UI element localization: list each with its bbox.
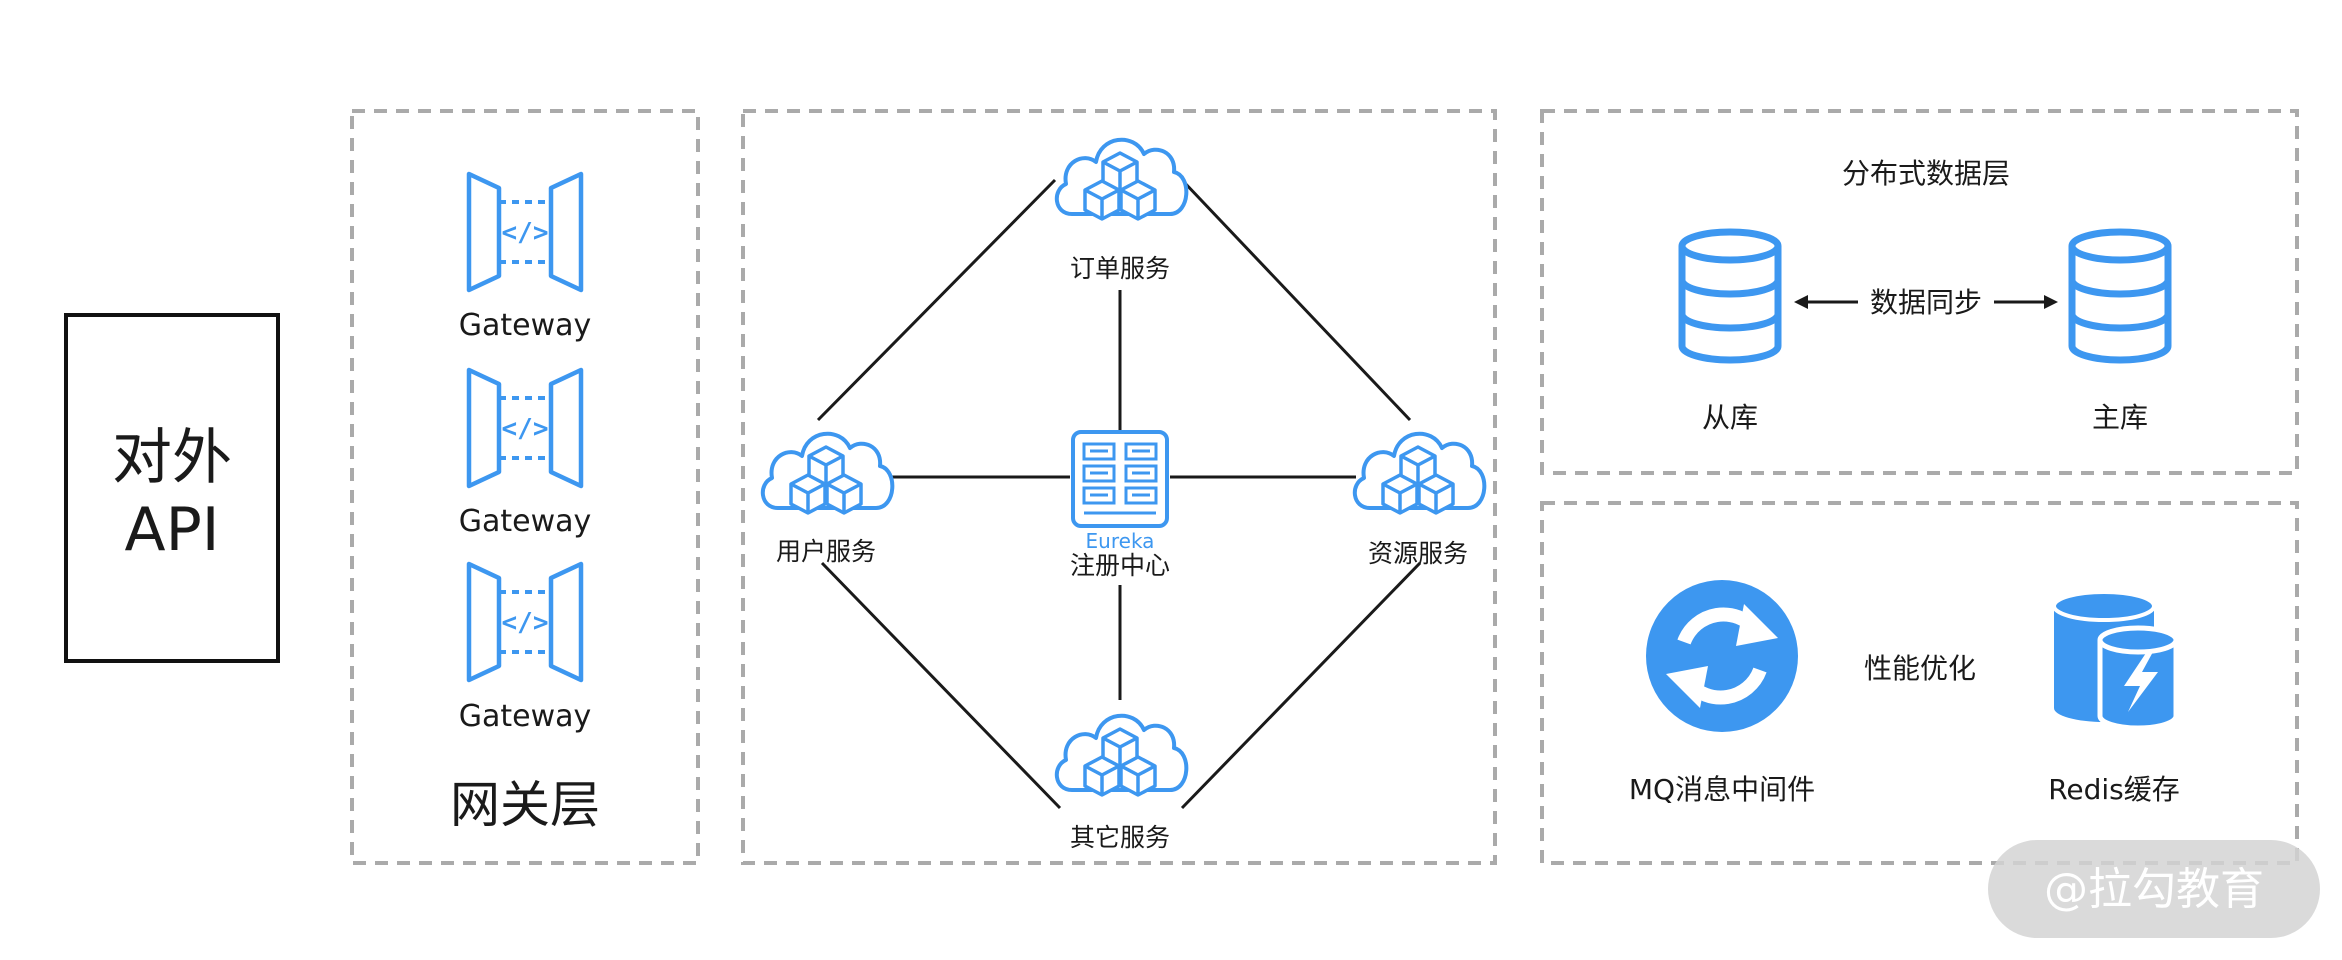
link-order-resource — [1180, 178, 1412, 422]
gateway-item: Gateway — [459, 564, 592, 734]
gateway-label: Gateway — [459, 699, 592, 734]
watermark: @拉勾教育 — [1988, 840, 2320, 938]
service-node-other: 其它服务 — [1057, 716, 1187, 852]
api-gateway-icon — [469, 370, 581, 486]
service-label: 用户服务 — [776, 537, 876, 566]
gateway-label: Gateway — [459, 504, 592, 539]
sync-label: 数据同步 — [1870, 286, 1982, 319]
service-label: 订单服务 — [1070, 254, 1170, 283]
cloud-cubes-icon — [1355, 434, 1485, 513]
cloud-cubes-icon — [1057, 140, 1187, 219]
cache-bolt-icon — [2052, 590, 2179, 731]
watermark-text: @拉勾教育 — [2044, 864, 2264, 915]
gateway-layer-title: 网关层 — [450, 776, 600, 834]
database-icon — [1682, 232, 1778, 360]
api-box-line1: 对外 — [112, 423, 232, 493]
service-node-user: 用户服务 — [763, 434, 893, 566]
slave-db-label: 从库 — [1702, 401, 1758, 434]
service-label: 资源服务 — [1368, 539, 1468, 568]
service-node-order: 订单服务 — [1057, 140, 1187, 283]
data-layer-panel: 分布式数据层 数据同步 从库 主库 — [1540, 109, 2299, 475]
database-icon — [2072, 232, 2168, 360]
api-gateway-icon — [469, 174, 581, 290]
link-resource-other — [1180, 561, 1422, 810]
gateway-label: Gateway — [459, 308, 592, 343]
link-order-user — [816, 178, 1057, 422]
cloud-cubes-icon — [763, 434, 893, 513]
registry-node: Eureka 注册中心 — [1070, 430, 1170, 580]
sync-arrow — [1794, 295, 2058, 309]
service-node-resource: 资源服务 — [1355, 434, 1485, 568]
registry-label: 注册中心 — [1070, 551, 1170, 580]
gateway-item: Gateway — [459, 174, 592, 343]
api-box-line2: API — [125, 495, 220, 565]
service-mesh-panel: 订单服务 用户服务 资源服务 其它服务 — [741, 109, 1497, 865]
server-rack-icon — [1071, 430, 1169, 528]
mq-label: MQ消息中间件 — [1629, 773, 1815, 806]
redis-label: Redis缓存 — [2048, 773, 2180, 806]
perf-layer-title: 性能优化 — [1864, 652, 1976, 685]
gateway-layer-panel: Gateway Gateway Gateway 网关层 — [350, 109, 700, 865]
registry-badge: Eureka — [1086, 529, 1155, 553]
master-db-label: 主库 — [2092, 401, 2148, 434]
refresh-cycle-icon — [1646, 580, 1798, 732]
data-layer-title: 分布式数据层 — [1842, 157, 2010, 190]
service-connections — [816, 178, 1422, 810]
perf-layer-panel: MQ消息中间件 性能优化 Redis缓存 — [1540, 501, 2299, 865]
service-label: 其它服务 — [1070, 823, 1170, 852]
api-gateway-icon — [469, 564, 581, 680]
api-box: 对外 API — [64, 313, 280, 663]
gateway-item: Gateway — [459, 370, 592, 539]
link-user-other — [820, 561, 1062, 810]
cloud-cubes-icon — [1057, 716, 1187, 795]
